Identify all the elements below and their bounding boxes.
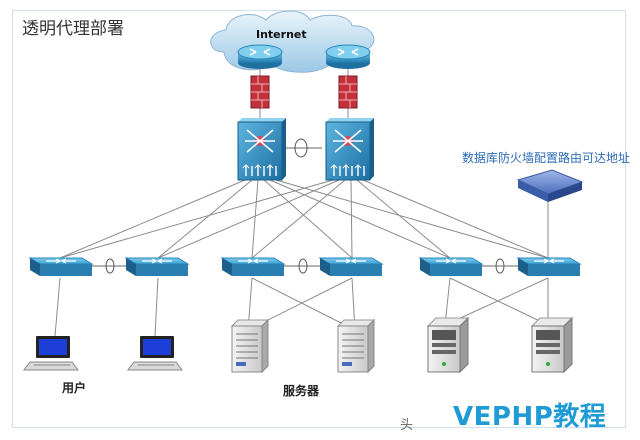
- user-label: 用户: [62, 381, 87, 395]
- server-icon: [426, 316, 470, 374]
- access-switch-icon: [28, 257, 94, 276]
- access-switch-icon: [318, 257, 384, 276]
- stack-link-ovals: [105, 138, 505, 274]
- network-links: [54, 62, 549, 337]
- firewall-icon: [338, 75, 358, 109]
- watermark-text: VEPHP教程: [453, 402, 607, 432]
- firewall-icon: [250, 75, 270, 109]
- access-switch-icon: [418, 257, 484, 276]
- access-switch-icon: [516, 257, 582, 276]
- server-label: 服务器: [283, 384, 320, 398]
- server-icon: [230, 318, 270, 374]
- server-icon: [336, 318, 376, 374]
- laptop-icon: [127, 336, 183, 371]
- access-switch-icon: [220, 257, 286, 276]
- database-firewall-label: 数据库防火墙配置路由可达地址: [462, 151, 631, 165]
- watermark-mark: 头: [400, 418, 414, 433]
- internet-label: Internet: [256, 28, 307, 41]
- router-icon: [325, 44, 371, 69]
- core-switch-icon: [237, 118, 286, 181]
- router-icon: [237, 44, 283, 69]
- database-firewall-appliance-icon: [516, 169, 584, 202]
- laptop-icon: [23, 336, 79, 371]
- server-icon: [530, 316, 574, 374]
- access-switch-icon: [124, 257, 190, 276]
- diagram-frame: [12, 10, 626, 428]
- core-switch-icon: [325, 118, 374, 181]
- diagram-title: 透明代理部署: [22, 19, 124, 39]
